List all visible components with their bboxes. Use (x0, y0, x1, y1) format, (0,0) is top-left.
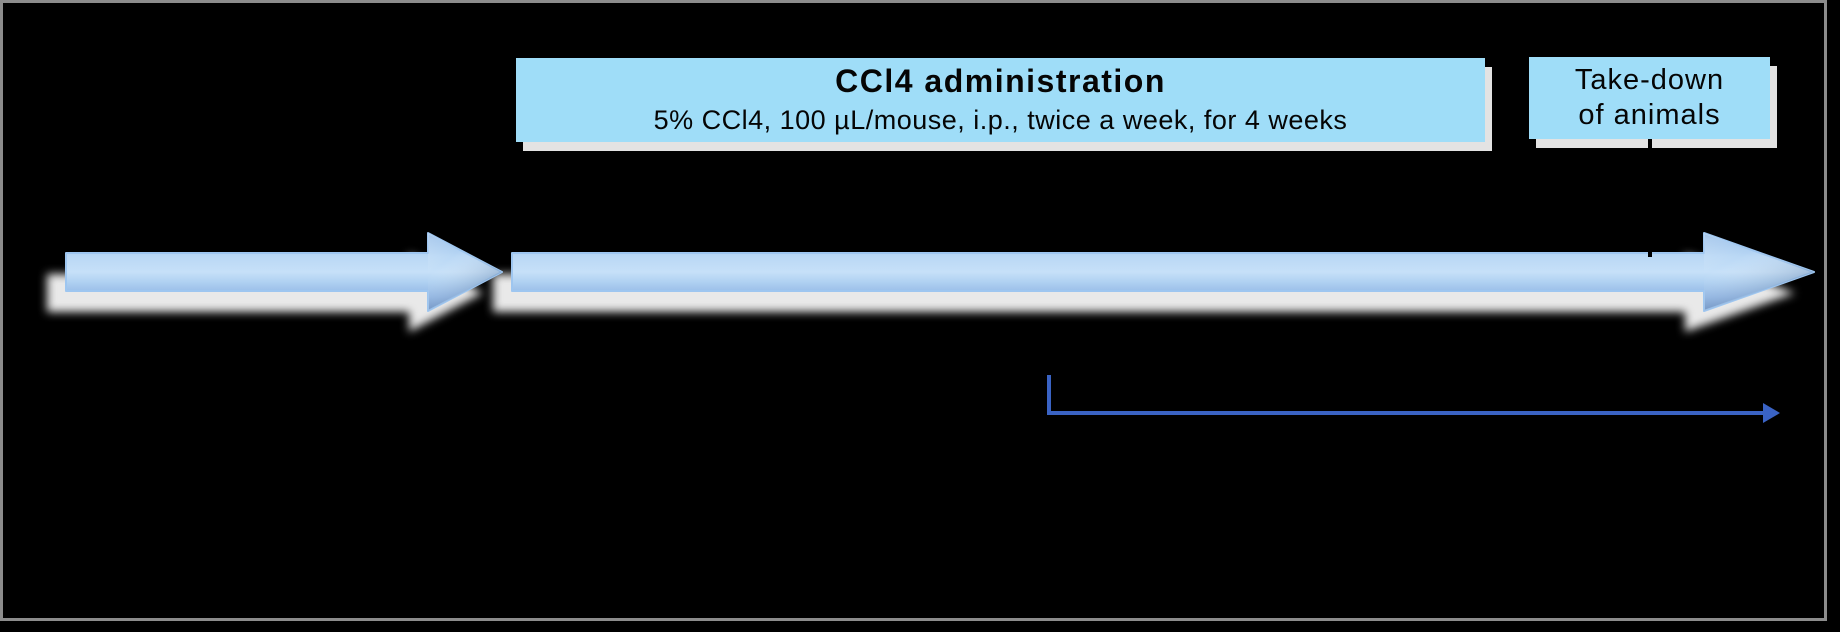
sub-arrow-head-icon (1763, 403, 1780, 423)
arrow-1-head (428, 233, 502, 311)
arrow-shadows (47, 254, 1795, 332)
arrow-2-head (1704, 233, 1814, 311)
timeline-arrow-1 (65, 232, 503, 312)
slide-border (0, 0, 1827, 621)
cci4-administration-box: CCl4 administration 5% CCl4, 100 µL/mous… (516, 58, 1485, 142)
timeline-arrow-2 (511, 232, 1815, 312)
cci4-box-subtitle: 5% CCl4, 100 µL/mouse, i.p., twice a wee… (653, 105, 1348, 135)
sub-timeline-arrow (1047, 375, 1780, 423)
cci4-box-title: CCl4 administration (835, 63, 1166, 99)
takedown-connector-line (1648, 139, 1652, 257)
takedown-box-line1: Take-down (1574, 64, 1725, 96)
takedown-box-line2: of animals (1578, 99, 1721, 131)
takedown-box: Take-down of animals (1529, 57, 1770, 139)
